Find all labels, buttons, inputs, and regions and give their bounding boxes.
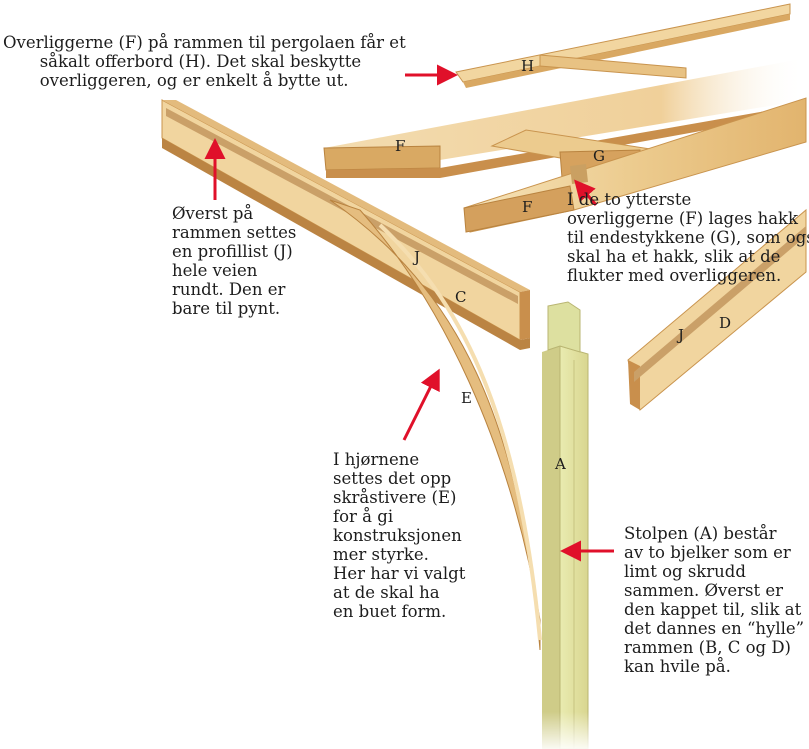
annotation-hakk: I de to ytterste overliggerne (F) lages … xyxy=(567,190,809,285)
part-f-mid-beam xyxy=(463,97,807,233)
label-c: C xyxy=(455,288,466,306)
label-g: G xyxy=(593,147,605,165)
annotation-skraastivere: I hjørnene settes det opp skråstivere (E… xyxy=(333,450,466,621)
annotation-profillist: Øverst på rammen settes en profillist (J… xyxy=(172,204,297,318)
label-d: D xyxy=(719,314,731,332)
part-a-stolpe xyxy=(540,301,590,749)
annotation-offerbord: Overliggerne (F) på rammen til pergolaen… xyxy=(3,33,406,90)
arrow-skraastivere xyxy=(402,368,440,441)
label-h: H xyxy=(521,57,534,75)
label-f-top: F xyxy=(395,137,405,155)
label-a: A xyxy=(554,455,566,473)
label-f-mid: F xyxy=(522,198,532,216)
part-f-top-beam xyxy=(323,58,806,178)
annotation-stolpen: Stolpen (A) består av to bjelker som er … xyxy=(624,524,805,676)
label-j-right: J xyxy=(676,326,684,344)
label-e: E xyxy=(461,389,472,407)
part-d-right-rafter xyxy=(627,208,807,411)
arrow-hakk xyxy=(574,179,598,206)
part-h-offerbord xyxy=(455,3,791,88)
callout-arrows xyxy=(204,64,614,562)
label-j-left: J xyxy=(412,248,420,266)
